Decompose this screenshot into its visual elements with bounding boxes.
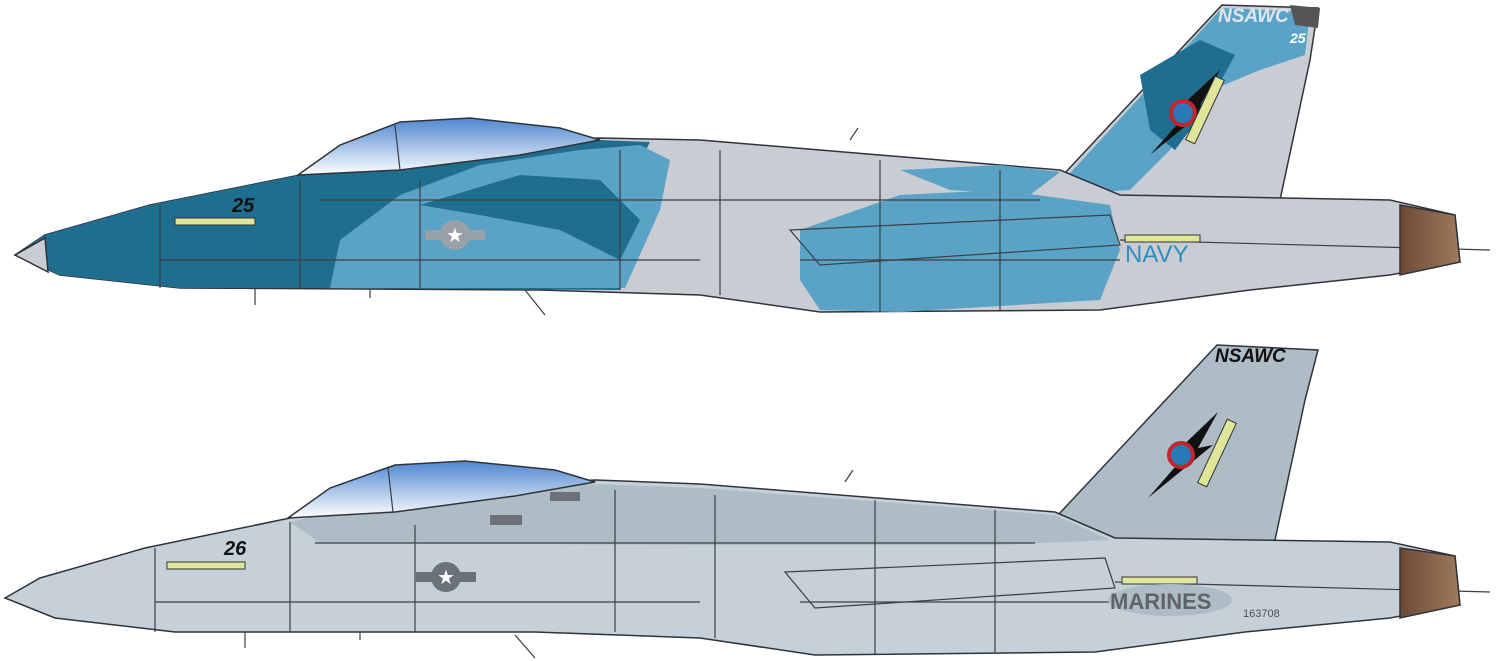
camo-dark-2	[420, 175, 640, 260]
service-marking: MARINES	[1110, 589, 1211, 614]
national-insignia: ★	[425, 220, 485, 250]
canopy	[285, 460, 596, 519]
lightning-bolt	[1148, 412, 1218, 498]
tail-code: NSAWC	[1218, 6, 1289, 27]
tail-cap	[1290, 5, 1320, 28]
tail-camo-dark	[1140, 40, 1235, 150]
svg-text:★: ★	[446, 225, 464, 247]
exhaust-nozzle	[1399, 204, 1461, 276]
tail-code: NSAWC	[1215, 346, 1286, 367]
serial-number: 163708	[1243, 608, 1280, 620]
aircraft-top-navy: ★ NSAWC 25 25 NAVY	[13, 4, 1491, 316]
tail-number: 25	[1289, 30, 1306, 46]
exhaust-nozzle	[1399, 547, 1461, 619]
camo-light-spine	[900, 165, 1060, 195]
national-insignia: ★	[416, 562, 476, 592]
modex-number: 26	[223, 538, 247, 560]
aircraft-bottom-marines: ★ NSAWC 26 MARINES 163708	[3, 344, 1491, 659]
service-marking: NAVY	[1125, 241, 1189, 268]
svg-text:★: ★	[437, 567, 455, 589]
lightning-bolt	[1150, 70, 1220, 155]
nose-cone	[13, 236, 49, 274]
canopy	[295, 117, 601, 176]
squadron-emblem	[1167, 441, 1195, 469]
squadron-emblem	[1169, 99, 1197, 127]
modex-number: 25	[231, 195, 255, 217]
